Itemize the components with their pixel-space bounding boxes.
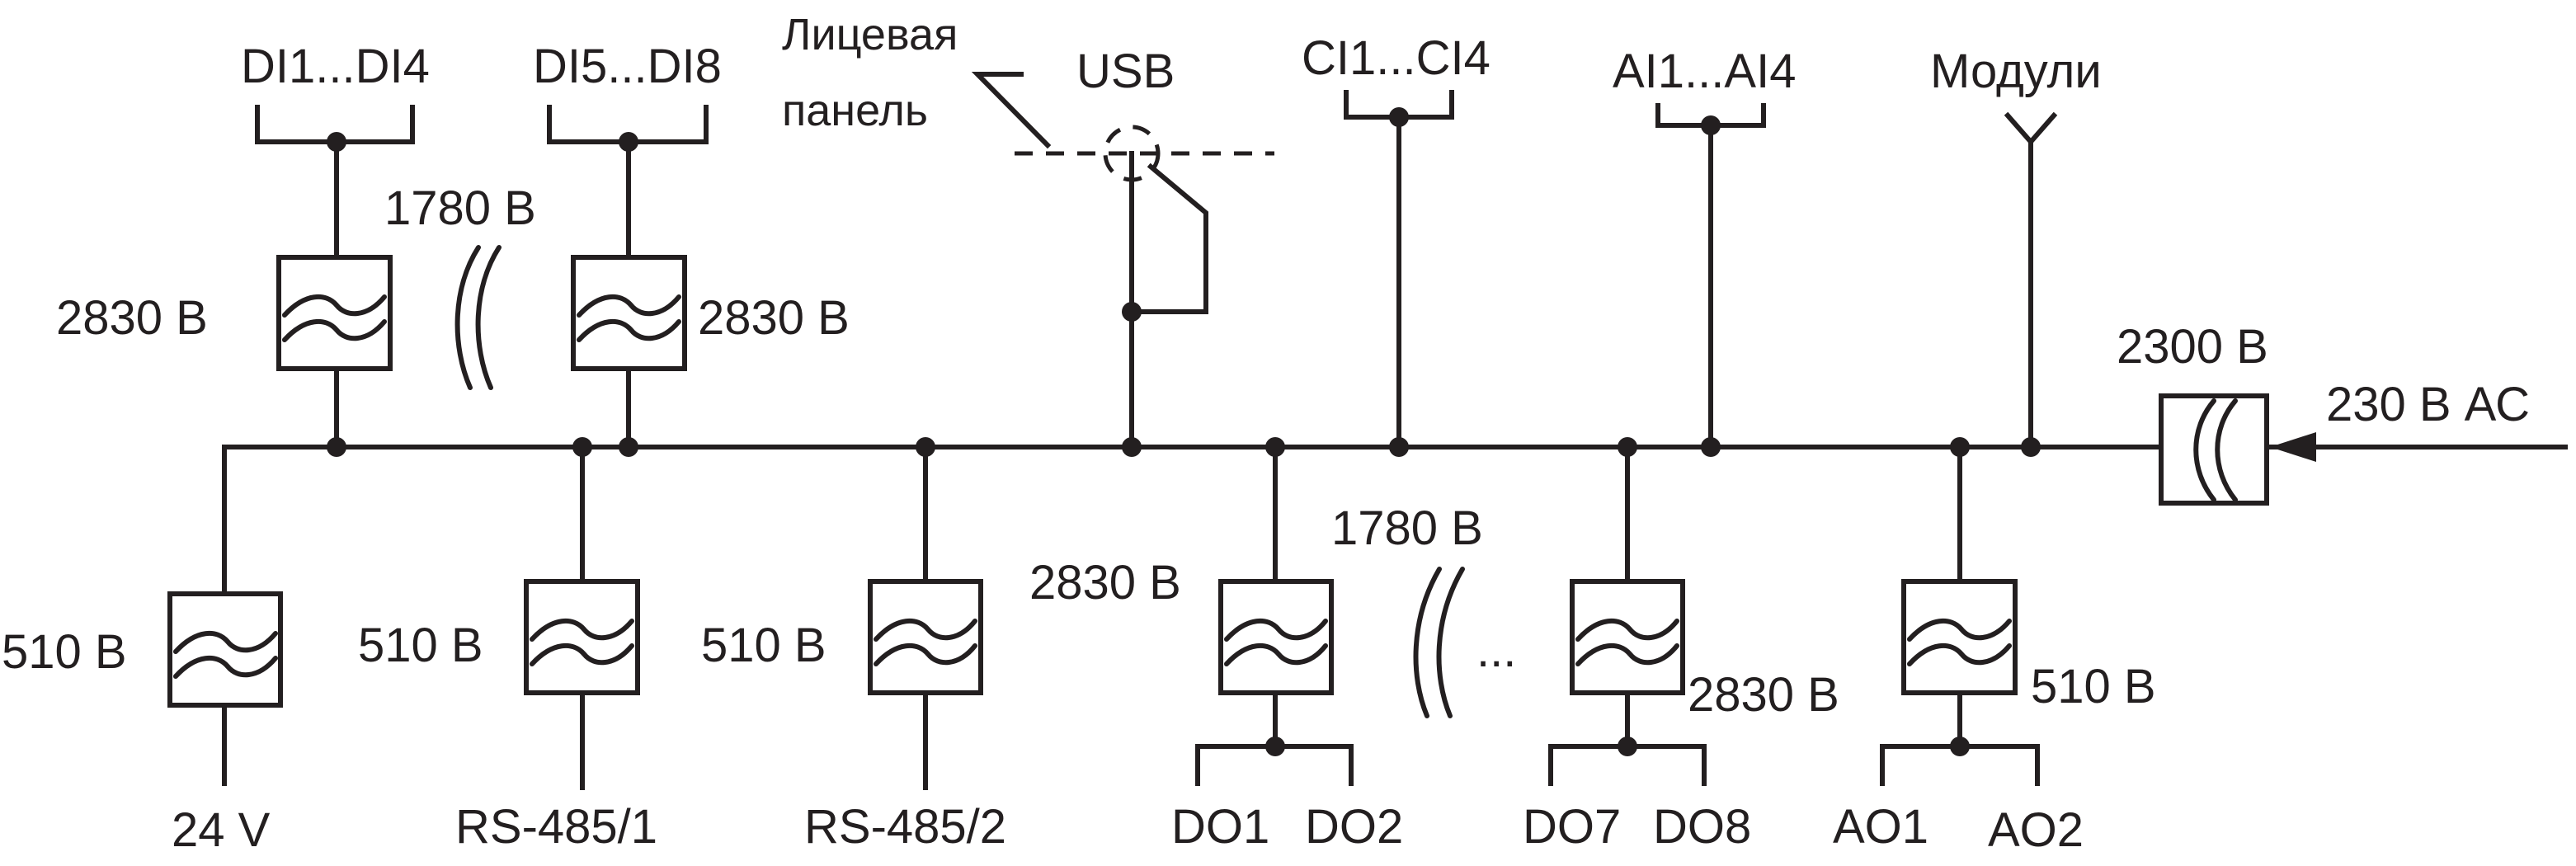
label-isolation-di-5-8: 2830 В [698, 291, 850, 345]
label-output-rs485-2: RS-485/2 [804, 800, 1006, 854]
label-usb: USB [1076, 45, 1175, 98]
ao-branch [1880, 437, 2040, 786]
power-24v-branch [167, 591, 283, 786]
ci-branch [1344, 90, 1454, 457]
label-isolation-ao: 510 В [2031, 660, 2156, 713]
junction-dot [327, 437, 346, 457]
junction-dot [1950, 737, 1970, 756]
junction-dot [1265, 737, 1285, 756]
isolation-barrier [571, 255, 687, 371]
junction-dot [1618, 737, 1637, 756]
label-isolation-di-between: 1780 В [384, 181, 536, 235]
di-5-8-branch [547, 105, 709, 457]
rs485-1-branch [524, 445, 640, 790]
junction-dot [1618, 437, 1637, 457]
label-output-ao2: AO2 [1988, 803, 2084, 857]
junction-dot [916, 437, 935, 457]
label-isolation-do-1-2: 2830 В [1029, 556, 1181, 609]
junction-dot [1122, 437, 1142, 457]
arrow-icon [2270, 432, 2316, 462]
junction-dot [1950, 437, 1970, 457]
junction-dot [1701, 437, 1721, 457]
do-7-8-branch [1548, 437, 1707, 786]
di-1-4-branch [255, 105, 415, 457]
label-ai: AI1...AI4 [1613, 45, 1796, 98]
rs485-2-branch [868, 437, 983, 790]
label-isolation-rs485-1: 510 В [358, 619, 483, 672]
modules-branch [2004, 111, 2058, 457]
label-output-do1: DO1 [1171, 800, 1269, 854]
label-ellipsis: ... [1476, 624, 1516, 677]
do-gap-symbol [1413, 567, 1465, 718]
label-supply: 230 В АС [2326, 378, 2530, 431]
label-output-do2: DO2 [1305, 800, 1403, 854]
junction-dot [2021, 437, 2041, 457]
label-isolation-mains: 2300 В [2117, 320, 2268, 374]
label-isolation-do-between: 1780 В [1331, 501, 1483, 555]
mains-barrier [2159, 393, 2568, 506]
label-isolation-rs485-2: 510 В [701, 619, 826, 672]
junction-dot [1701, 115, 1721, 135]
label-front-panel-line1: Лицевая [782, 10, 958, 59]
junction-dot [1122, 302, 1142, 322]
junction-dot [1389, 107, 1409, 127]
label-output-ao1: AO1 [1833, 800, 1928, 854]
usb-branch [971, 72, 1274, 457]
label-output-do8: DO8 [1653, 800, 1751, 854]
junction-dot [619, 437, 638, 457]
label-output-do7: DO7 [1523, 800, 1621, 854]
ai-branch [1655, 103, 1766, 457]
label-output-rs485-1: RS-485/1 [455, 800, 657, 854]
label-ci: CI1...CI4 [1302, 31, 1491, 85]
junction-dot [327, 132, 346, 152]
isolation-barrier [276, 255, 393, 371]
di-gap-symbol [454, 245, 502, 390]
label-isolation-di-1-4: 2830 В [56, 291, 208, 345]
label-di-5-8: DI5...DI8 [533, 40, 722, 93]
junction-dot [619, 132, 638, 152]
label-modules: Модули [1930, 45, 2102, 98]
junction-dot [1265, 437, 1285, 457]
do-1-2-branch [1195, 437, 1354, 786]
label-front-panel-line2: панель [782, 86, 928, 135]
label-di-1-4: DI1...DI4 [241, 40, 430, 93]
label-isolation-do-7-8: 2830 В [1688, 668, 1839, 722]
label-isolation-power: 510 В [2, 625, 127, 679]
junction-dot [1389, 437, 1409, 457]
label-output-power: 24 V [172, 803, 271, 857]
